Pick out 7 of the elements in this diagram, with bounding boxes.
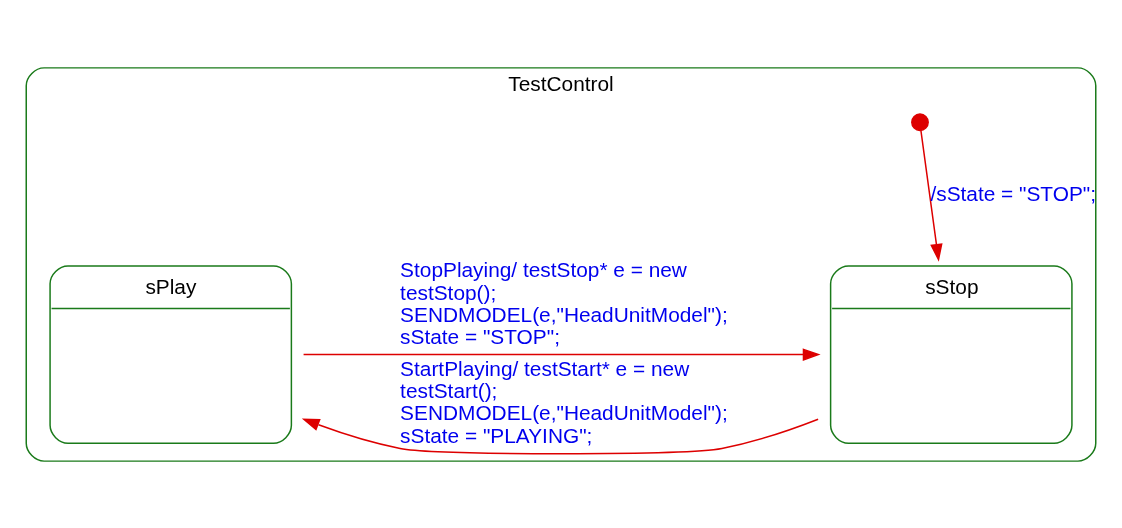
arrow (302, 347, 821, 361)
edge-label: StartPlaying/ testStart* e = new testStart(); SENDMODEL(e,"HeadUnitModel"); sState = "PLAYING"; (400, 356, 728, 447)
node-circle (911, 112, 929, 131)
arrow (301, 417, 819, 454)
edge-label: /sState = "STOP"; (930, 181, 1097, 205)
edge-label: StopPlaying/ testStop* e = new testStop(); SENDMODEL(e,"HeadUnitModel"); sState = "STOP"; (400, 257, 728, 348)
arrow (920, 129, 943, 262)
